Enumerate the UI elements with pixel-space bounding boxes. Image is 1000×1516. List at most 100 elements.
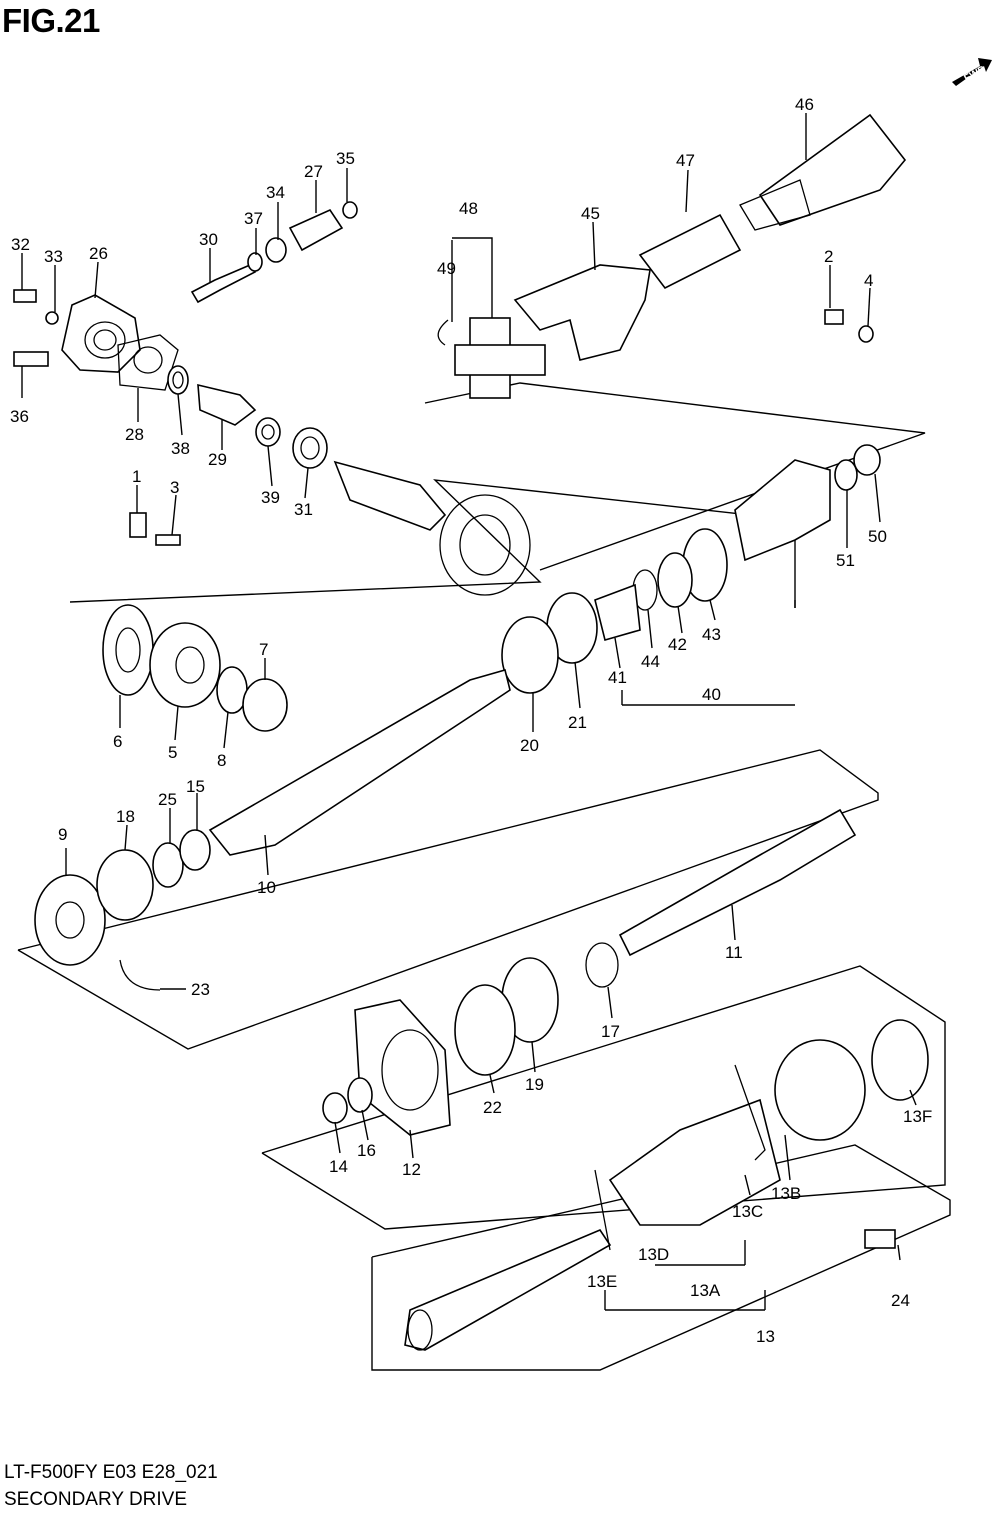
part-23-circlip bbox=[119, 959, 161, 991]
callout-20: 20 bbox=[520, 736, 539, 755]
callout-23: 23 bbox=[191, 980, 210, 999]
callout-12: 12 bbox=[402, 1160, 421, 1179]
part-27-bushing bbox=[288, 208, 344, 252]
part-37-o-ring bbox=[247, 252, 263, 272]
part-38-oil-seal bbox=[167, 365, 189, 395]
callout-10: 10 bbox=[257, 878, 276, 897]
callout-51: 51 bbox=[836, 551, 855, 570]
callout-41: 41 bbox=[608, 668, 627, 687]
part-29-driven-gear bbox=[197, 383, 257, 426]
part-7-nut bbox=[242, 678, 288, 732]
leader-lines bbox=[21, 113, 917, 1311]
callout-37: 37 bbox=[244, 209, 263, 228]
part-14-nut bbox=[322, 1092, 348, 1124]
part-10-shaft bbox=[208, 669, 511, 856]
callout-30: 30 bbox=[199, 230, 218, 249]
callout-16: 16 bbox=[357, 1141, 376, 1160]
part-17-circlip bbox=[585, 942, 619, 988]
callout-34: 34 bbox=[266, 183, 285, 202]
callout-21: 21 bbox=[568, 713, 587, 732]
part-4-washer bbox=[858, 325, 874, 343]
part-25-washer bbox=[152, 842, 184, 888]
part-36-bolt bbox=[13, 351, 49, 367]
callout-7: 7 bbox=[259, 640, 268, 659]
part-16-washer bbox=[347, 1077, 373, 1113]
part-13C-clamp bbox=[734, 1064, 766, 1161]
part-35-seal bbox=[342, 201, 358, 219]
callout-labels: 32 33 26 36 30 37 34 27 35 28 38 29 39 3… bbox=[10, 95, 932, 1346]
part-49-circlip bbox=[437, 319, 449, 346]
model-code: LT-F500FY E03 E28_021 bbox=[4, 1462, 218, 1483]
callout-29: 29 bbox=[208, 450, 227, 469]
callout-13B: 13B bbox=[771, 1184, 801, 1203]
part-50-nut bbox=[853, 444, 881, 476]
figure-title: FIG.21 bbox=[2, 2, 100, 39]
callout-5: 5 bbox=[168, 743, 177, 762]
part-yoke-shaft-40 bbox=[734, 459, 831, 562]
callout-38: 38 bbox=[171, 439, 190, 458]
diagram-name: SECONDARY DRIVE bbox=[4, 1489, 188, 1510]
group-frame-rear-housing bbox=[261, 965, 946, 1230]
callout-13D: 13D bbox=[638, 1245, 669, 1264]
part-11-shaft bbox=[618, 808, 857, 957]
callout-2: 2 bbox=[824, 247, 833, 266]
callout-18: 18 bbox=[116, 807, 135, 826]
part-15-bearing bbox=[179, 829, 211, 871]
part-31-bearing bbox=[292, 427, 328, 469]
callout-6: 6 bbox=[113, 732, 122, 751]
part-45-yoke bbox=[513, 264, 651, 361]
callout-27: 27 bbox=[304, 162, 323, 181]
callout-17: 17 bbox=[601, 1022, 620, 1041]
callout-4: 4 bbox=[864, 271, 873, 290]
callout-40: 40 bbox=[702, 685, 721, 704]
callout-36: 36 bbox=[10, 407, 29, 426]
callout-43: 43 bbox=[702, 625, 721, 644]
part-3-screw bbox=[155, 534, 181, 546]
part-47-boot bbox=[638, 213, 742, 290]
part-48-universal-joint bbox=[454, 317, 546, 399]
part-drive-shaft-bevel bbox=[333, 460, 531, 596]
part-13F-seal bbox=[871, 1019, 929, 1101]
part-32-bolt bbox=[13, 289, 37, 303]
part-42-bearing bbox=[657, 552, 693, 608]
callout-11: 11 bbox=[725, 943, 743, 962]
callout-19: 19 bbox=[525, 1075, 544, 1094]
part-22-bearing bbox=[454, 984, 516, 1076]
callout-46: 46 bbox=[795, 95, 814, 114]
callout-13F: 13F bbox=[903, 1107, 932, 1126]
callout-14: 14 bbox=[329, 1157, 348, 1176]
part-13D-boot bbox=[608, 1098, 781, 1226]
fwd-arrow-icon: FWD bbox=[952, 58, 992, 86]
callout-33: 33 bbox=[44, 247, 63, 266]
part-18-bearing bbox=[96, 849, 154, 921]
part-20-bearing bbox=[501, 616, 559, 694]
group-frame-middle bbox=[69, 479, 796, 608]
callout-48: 48 bbox=[459, 199, 478, 218]
callout-26: 26 bbox=[89, 244, 108, 263]
callout-3: 3 bbox=[170, 478, 179, 497]
callout-25: 25 bbox=[158, 790, 177, 809]
callout-44: 44 bbox=[641, 652, 660, 671]
part-30-gear bbox=[190, 264, 257, 304]
callout-31: 31 bbox=[294, 500, 313, 519]
callout-13C: 13C bbox=[732, 1202, 763, 1221]
part-34-washer bbox=[265, 237, 287, 263]
callout-28: 28 bbox=[125, 425, 144, 444]
callout-9: 9 bbox=[58, 825, 67, 844]
callout-13A: 13A bbox=[690, 1281, 721, 1300]
part-46-flange-yoke bbox=[739, 113, 907, 231]
part-12-housing bbox=[354, 999, 451, 1136]
part-6-shim bbox=[102, 604, 154, 696]
callout-13E: 13E bbox=[587, 1272, 617, 1291]
callout-49: 49 bbox=[437, 259, 456, 278]
callout-45: 45 bbox=[581, 204, 600, 223]
part-33-washer bbox=[45, 311, 59, 325]
part-2-bolt bbox=[824, 309, 844, 325]
part-24-bolt bbox=[864, 1229, 896, 1249]
group-frame-axle-13 bbox=[371, 1144, 951, 1371]
part-13B-joint bbox=[774, 1039, 866, 1141]
part-41-spacer bbox=[594, 583, 641, 641]
callout-24: 24 bbox=[891, 1291, 910, 1310]
group-frame-shaft-11 bbox=[17, 749, 879, 1050]
